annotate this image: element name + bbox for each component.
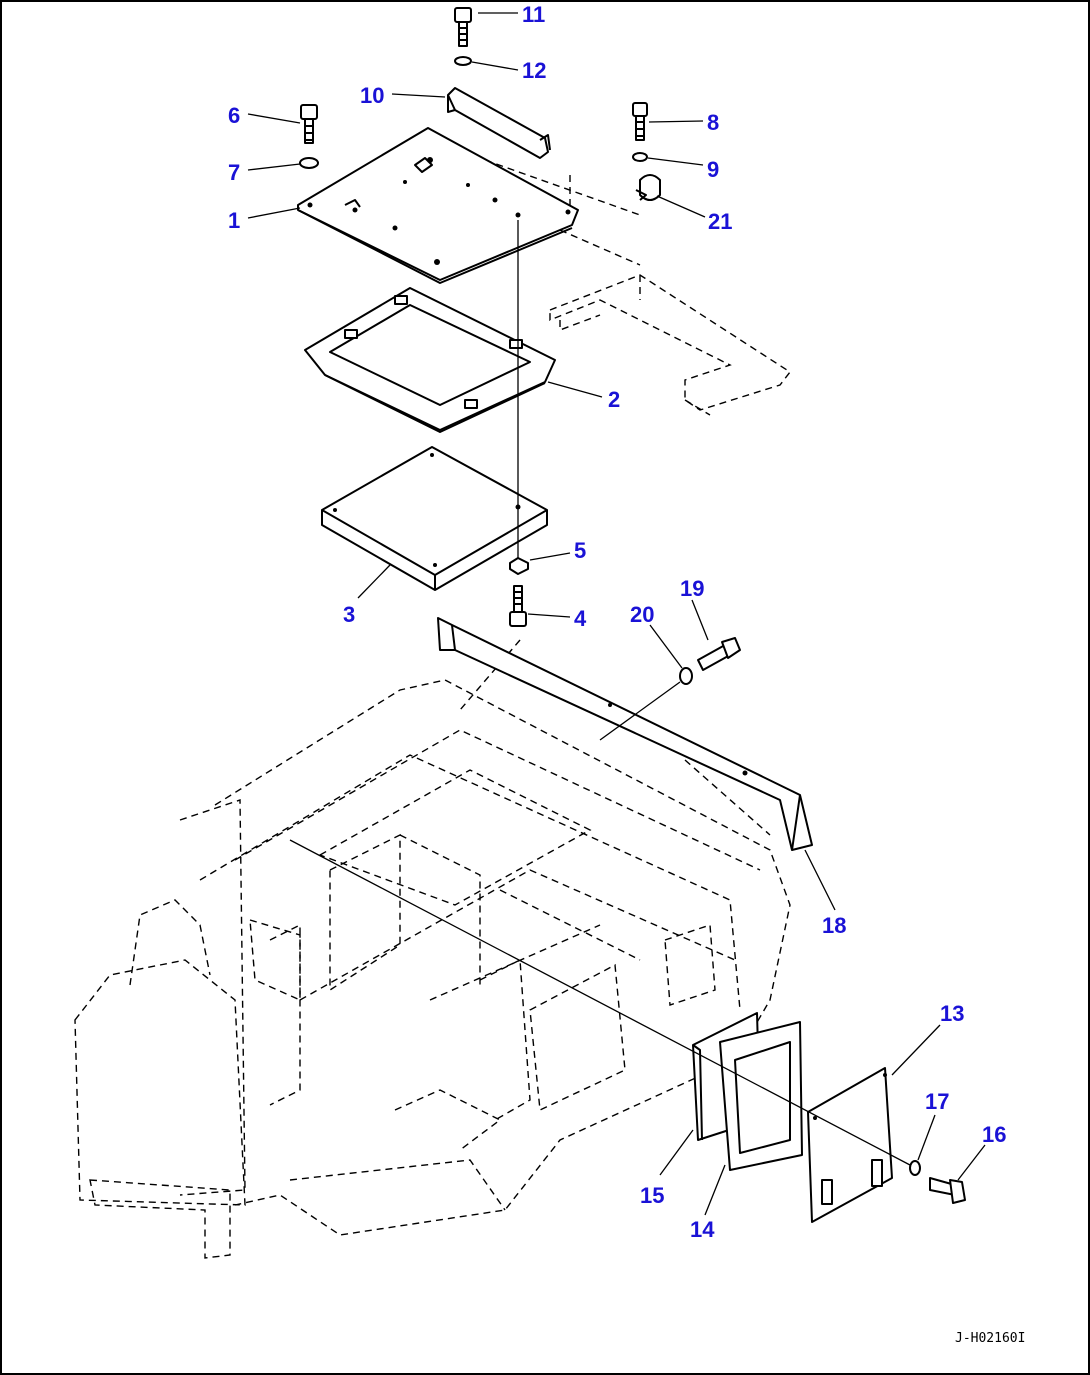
callout-18: 18 <box>822 913 846 938</box>
part-9-washer <box>632 152 648 162</box>
part-14-gasket <box>719 1021 803 1171</box>
part-13-cover <box>807 1067 893 1223</box>
part-8-bolt <box>632 102 648 141</box>
part-2-gasket <box>304 287 556 433</box>
part-4-bolt <box>509 585 527 627</box>
leader-lines <box>247 12 986 1216</box>
callout-4: 4 <box>574 606 587 631</box>
callout-5: 5 <box>574 538 586 563</box>
callout-17: 17 <box>925 1089 949 1114</box>
callout-3: 3 <box>343 602 355 627</box>
callout-13: 13 <box>940 1001 964 1026</box>
callout-11: 11 <box>522 2 545 27</box>
part-7-washer <box>299 157 319 169</box>
part-1-cover-plate <box>297 127 579 284</box>
part-3-pad <box>321 446 548 591</box>
part-18-angle <box>437 617 813 851</box>
callout-21: 21 <box>708 209 732 234</box>
callout-12: 12 <box>522 58 546 83</box>
callout-labels: 11 12 10 6 7 1 8 9 21 2 3 5 4 19 20 18 1… <box>228 2 1006 1242</box>
part-12-washer <box>454 56 472 66</box>
part-21-clip <box>635 174 661 201</box>
callout-7: 7 <box>228 160 240 185</box>
callout-2: 2 <box>608 387 620 412</box>
callout-10: 10 <box>360 83 384 108</box>
callout-14: 14 <box>690 1217 715 1242</box>
callout-8: 8 <box>707 110 719 135</box>
part-17-washer <box>909 1160 921 1176</box>
main-frame-dashed <box>74 159 792 1259</box>
callout-9: 9 <box>707 157 719 182</box>
part-10-bracket <box>447 87 551 159</box>
callout-19: 19 <box>680 576 704 601</box>
callout-16: 16 <box>982 1122 1006 1147</box>
part-5-nut <box>509 557 529 575</box>
callout-15: 15 <box>640 1183 664 1208</box>
callout-20: 20 <box>630 602 654 627</box>
part-6-bolt <box>300 104 318 144</box>
drawing-code: J-H02160I <box>955 1331 1025 1346</box>
callout-1: 1 <box>228 208 240 233</box>
part-16-bolt <box>929 1177 966 1204</box>
callout-6: 6 <box>228 103 240 128</box>
part-11-bolt <box>454 7 472 47</box>
part-20-washer <box>679 667 693 685</box>
part-19-bolt <box>697 637 741 671</box>
